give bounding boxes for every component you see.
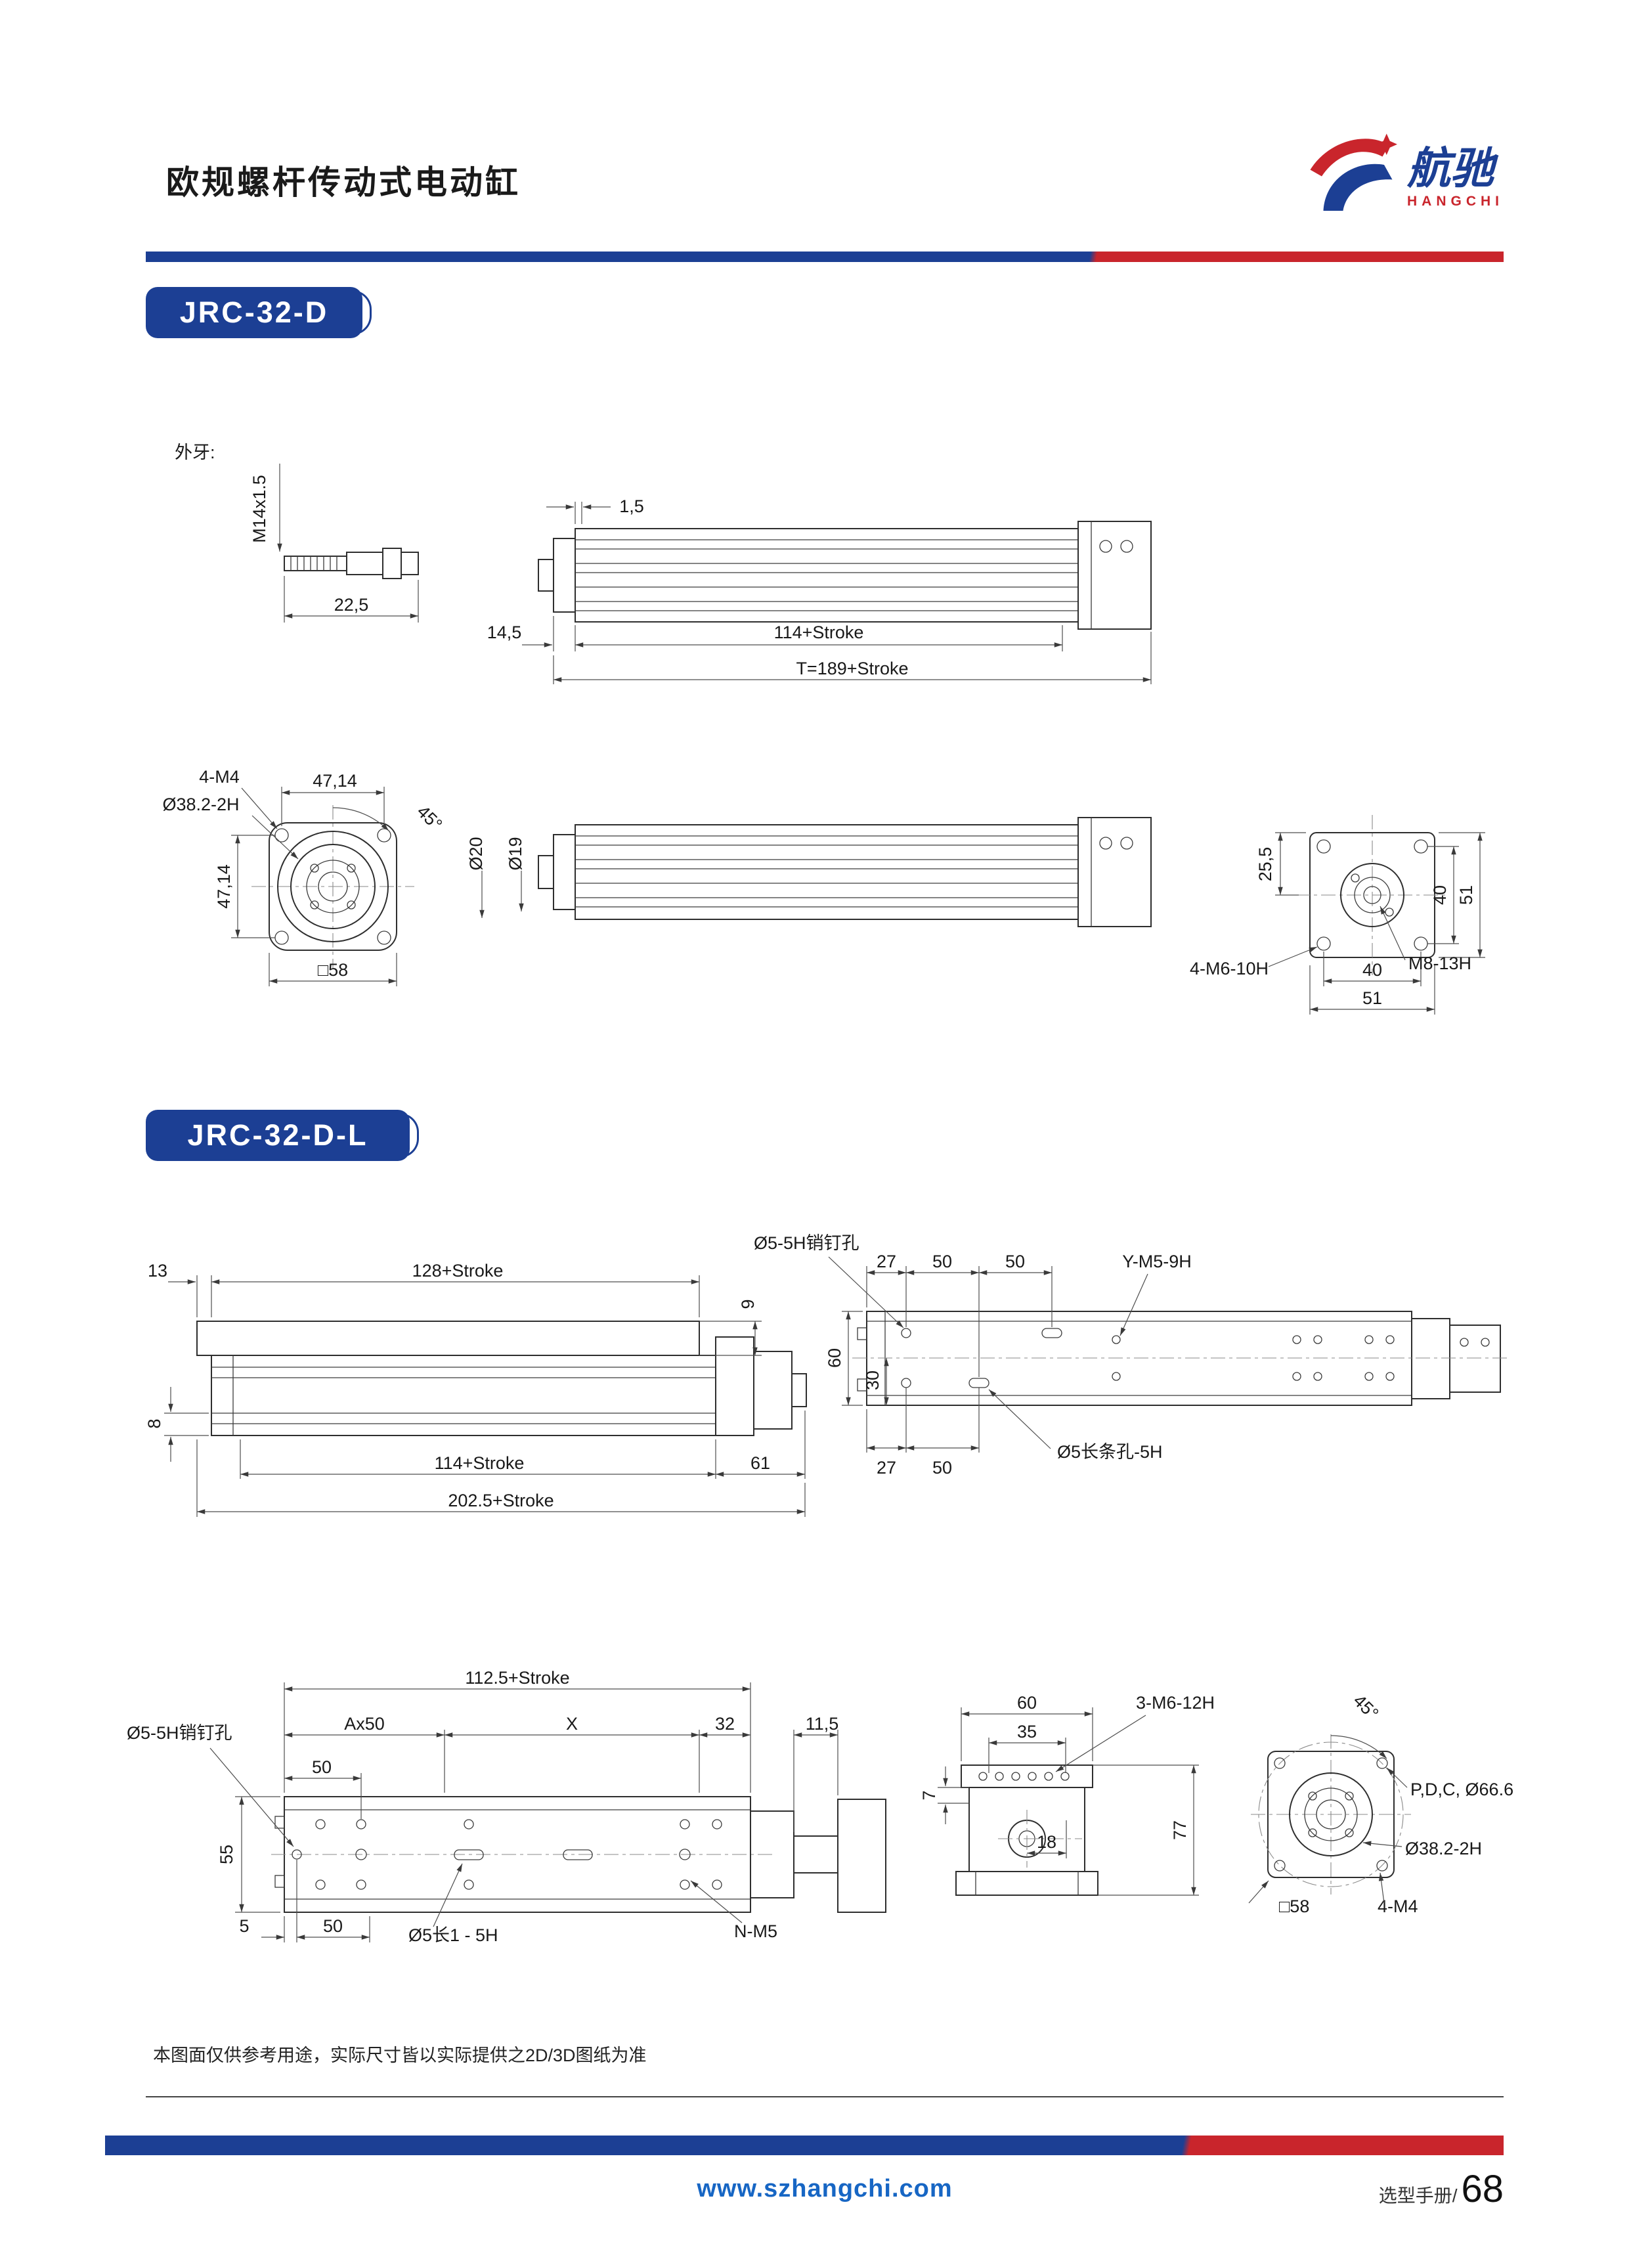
dim-label: 11,5 xyxy=(806,1714,839,1734)
callout-label: 4-M4 xyxy=(1378,1896,1418,1916)
dim-label: 35 xyxy=(1017,1722,1037,1742)
dim-label: Ø38.2-2H xyxy=(162,795,239,814)
jrc-32-d-l-top-view: Ø5-5H销钉孔 27 50 50 Y-M5-9H 60 30 27 50 Ø5… xyxy=(754,1233,1510,1478)
dim-label: 22,5 xyxy=(334,595,369,615)
disclaimer-note: 本图面仅供参考用途，实际尺寸皆以实际提供之2D/3D图纸为准 xyxy=(153,2046,647,2065)
dim-label: 45° xyxy=(413,802,446,835)
footer-divider xyxy=(146,2096,1504,2097)
jrc-32-d-side-view: 1,5 14,5 114+Stroke T=189+Stroke xyxy=(487,496,1152,684)
jrc-32-d-rod-detail: 外牙: M14x1.5 22,5 xyxy=(175,443,419,623)
callout-label: 3-M6-12H xyxy=(1136,1693,1215,1713)
dim-label: M14x1.5 xyxy=(250,475,269,543)
dim-label: 7 xyxy=(919,1790,939,1800)
dim-label: 114+Stroke xyxy=(435,1453,525,1473)
dim-label: 51 xyxy=(1456,885,1476,905)
model-badge-jrc-32-d: JRC-32-D xyxy=(146,287,372,338)
dim-label: 202.5+Stroke xyxy=(448,1491,554,1510)
jrc-32-d-l-side-view: 13 128+Stroke 9 8 114+Stroke 61 202.5+St… xyxy=(144,1261,807,1517)
callout-label: P,D,C, Ø66.6 xyxy=(1410,1780,1513,1799)
dim-label: 47,14 xyxy=(214,864,234,909)
dim-label: 47,14 xyxy=(313,771,357,791)
dim-label: 4-M4 xyxy=(199,767,240,787)
page-number: 68 xyxy=(1461,2168,1504,2210)
model-badge-label: JRC-32-D xyxy=(179,296,329,329)
jrc-32-d-profile-view: Ø20 Ø19 xyxy=(466,817,1152,927)
dim-label: □58 xyxy=(318,960,348,980)
jrc-32-d-front-flange-view: 47,14 4-M4 Ø38.2-2H 45° 47,14 □58 xyxy=(162,767,446,986)
dim-label: 55 xyxy=(217,1845,236,1864)
page-title: 欧规螺杆传动式电动缸 xyxy=(166,164,521,201)
dim-label: 77 xyxy=(1170,1820,1190,1840)
callout-label: Ø5-5H销钉孔 xyxy=(127,1723,232,1743)
callout-label: Ø5长条孔-5H xyxy=(1057,1442,1163,1462)
dim-label: Ø20 xyxy=(466,837,486,870)
thread-note-label: 外牙: xyxy=(175,443,215,462)
jrc-32-d-rear-view: 25,5 40 51 4-M6-10H 40 M8-13H 51 xyxy=(1190,815,1485,1015)
dim-label: Ax50 xyxy=(344,1714,385,1734)
callout-label: Ø5-5H销钉孔 xyxy=(754,1233,859,1253)
dim-label: 8 xyxy=(144,1418,164,1428)
dim-label: 60 xyxy=(825,1348,844,1368)
dim-label: Ø19 xyxy=(506,837,525,870)
dim-label: 128+Stroke xyxy=(412,1261,504,1281)
dim-label: 50 xyxy=(1005,1252,1025,1271)
dim-label: M8-13H xyxy=(1408,953,1471,973)
dim-label: 30 xyxy=(863,1370,882,1390)
callout-label: Y-M5-9H xyxy=(1122,1252,1192,1271)
logo-cn-text: 航驰 xyxy=(1407,144,1494,192)
model-badge-jrc-32-d-l: JRC-32-D-L xyxy=(146,1110,419,1161)
logo-emblem-icon xyxy=(1310,133,1397,211)
dim-label: 13 xyxy=(148,1261,167,1281)
dim-label: □58 xyxy=(1279,1896,1309,1916)
dim-label: 45° xyxy=(1349,1691,1382,1724)
dim-label: 50 xyxy=(932,1252,952,1271)
dim-label: 14,5 xyxy=(487,623,522,642)
dim-label: 27 xyxy=(877,1458,896,1478)
jrc-32-d-l-flange-view: 45° P,D,C, Ø66.6 Ø38.2-2H □58 4-M4 xyxy=(1248,1691,1513,1916)
dim-label: 25,5 xyxy=(1255,847,1275,882)
company-logo: 航驰 HANGCHI xyxy=(1302,129,1504,227)
dim-label: 18 xyxy=(1037,1832,1056,1852)
logo-en-text: HANGCHI xyxy=(1407,194,1504,209)
footer-rule xyxy=(105,2136,1504,2155)
dim-label: 60 xyxy=(1017,1693,1037,1713)
dim-label: 50 xyxy=(312,1757,332,1777)
callout-label: N-M5 xyxy=(734,1921,777,1941)
callout-label: Ø38.2-2H xyxy=(1405,1839,1482,1858)
jrc-32-d-l-end-view: 60 3-M6-12H 35 7 18 77 xyxy=(919,1693,1215,1896)
jrc-32-d-l-bottom-view: 112.5+Stroke Ax50 X 32 11,5 Ø5-5H销钉孔 50 … xyxy=(127,1668,886,1945)
dim-label: 4-M6-10H xyxy=(1190,959,1269,978)
dim-label: 5 xyxy=(239,1916,249,1936)
dim-label: 50 xyxy=(932,1458,952,1478)
dim-label: X xyxy=(566,1714,578,1734)
dim-label: 9 xyxy=(738,1299,758,1309)
dim-label: 40 xyxy=(1362,960,1382,980)
page-info: 选型手册/ 68 xyxy=(1379,2167,1504,2211)
dim-label: 27 xyxy=(877,1252,896,1271)
header-rule xyxy=(146,252,1504,262)
dim-label: 1,5 xyxy=(619,496,644,516)
website-text: www.szhangchi.com xyxy=(697,2175,953,2202)
dim-label: T=189+Stroke xyxy=(796,659,908,678)
dim-label: 51 xyxy=(1362,988,1382,1008)
callout-label: Ø5长1 - 5H xyxy=(408,1925,498,1945)
dim-label: 61 xyxy=(750,1453,770,1473)
dim-label: 32 xyxy=(715,1714,735,1734)
dim-label: 50 xyxy=(323,1916,343,1936)
model-badge-label: JRC-32-D-L xyxy=(187,1118,368,1152)
dim-label: 114+Stroke xyxy=(774,623,864,642)
dim-label: 40 xyxy=(1430,885,1450,905)
manual-label: 选型手册/ xyxy=(1378,2185,1458,2206)
dim-label: 112.5+Stroke xyxy=(465,1668,569,1688)
